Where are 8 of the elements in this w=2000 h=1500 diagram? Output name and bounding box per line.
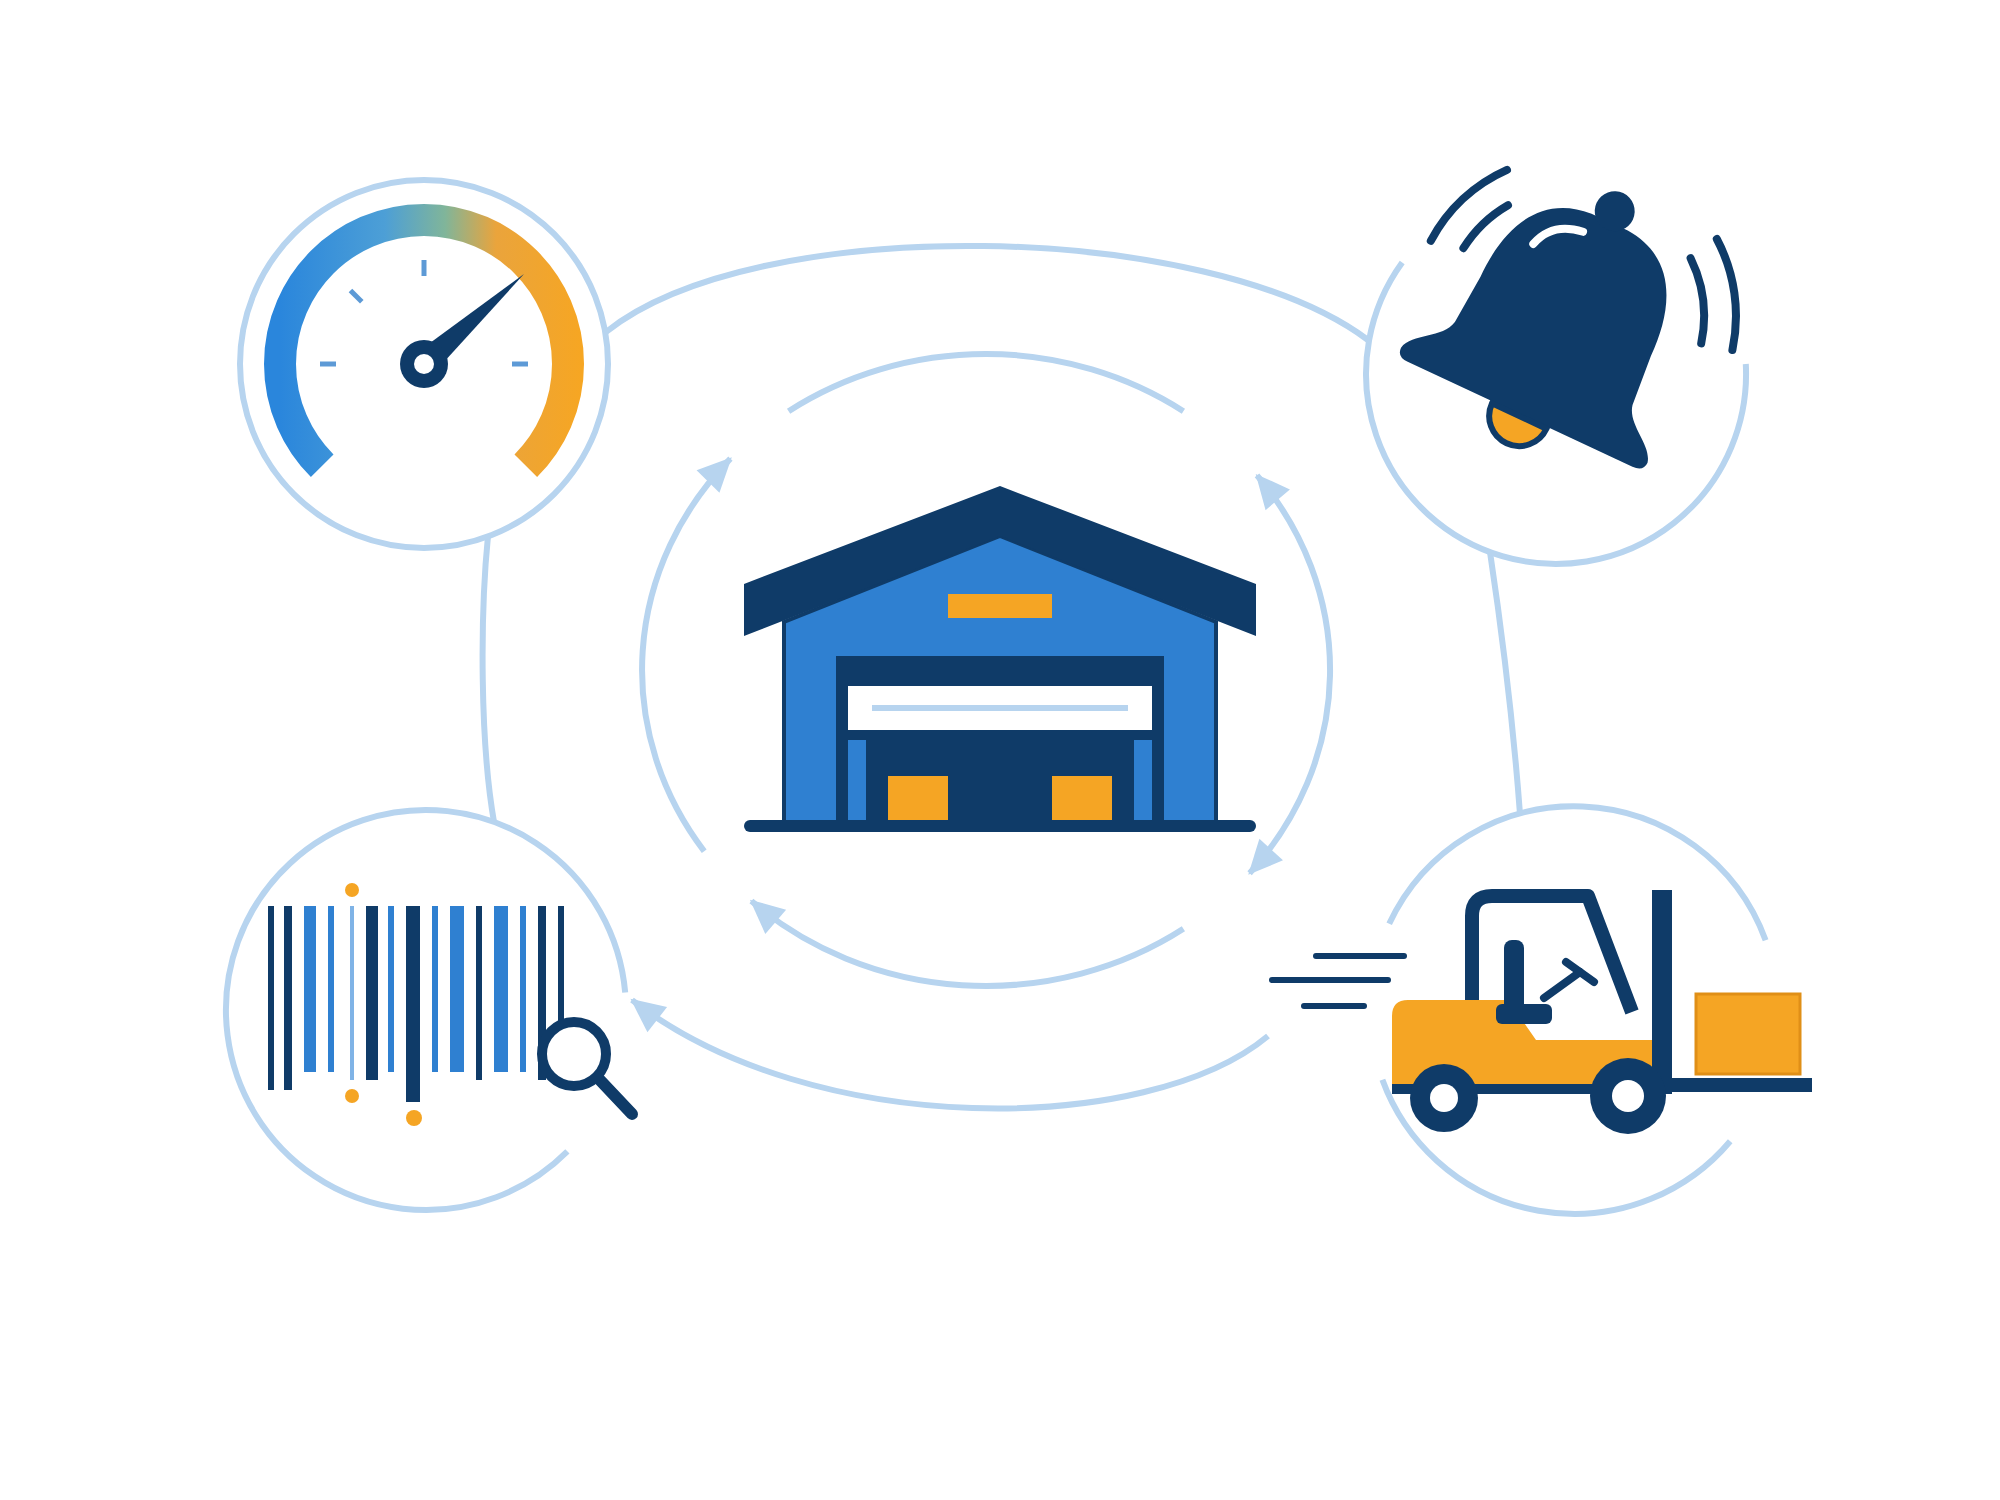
connector-arc	[479, 535, 497, 823]
connector-arc	[604, 243, 1370, 343]
speedometer-icon	[234, 174, 614, 554]
warehouse-icon	[740, 482, 1260, 836]
ringing-bell-icon	[1362, 164, 1750, 568]
connector-arc	[1487, 551, 1523, 815]
forklift-icon	[1264, 802, 1816, 1218]
curved-arrow	[630, 997, 1270, 1111]
